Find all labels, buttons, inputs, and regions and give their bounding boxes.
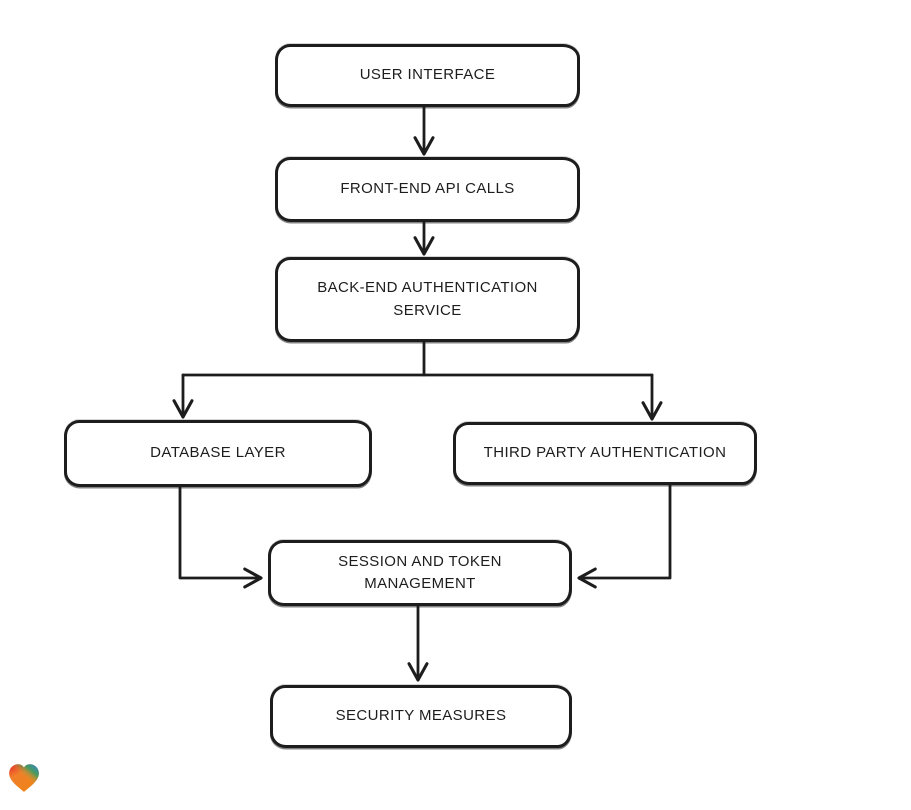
edge-third-party-to-session — [577, 483, 672, 589]
edge-database-to-session — [178, 485, 263, 589]
node-label: BACK-END AUTHENTICATION SERVICE — [317, 279, 538, 319]
node-label: DATABASE LAYER — [150, 444, 286, 462]
node-back-end-authentication-service[interactable]: BACK-END AUTHENTICATION SERVICE — [275, 257, 580, 342]
node-label: FRONT-END API CALLS — [340, 180, 515, 198]
node-database-layer[interactable]: DATABASE LAYER — [64, 420, 372, 487]
node-label: THIRD PARTY AUTHENTICATION — [483, 444, 727, 462]
node-third-party-authentication[interactable]: THIRD PARTY AUTHENTICATION — [453, 422, 757, 485]
node-security-measures[interactable]: SECURITY MEASURES — [270, 685, 572, 748]
node-label: SECURITY MEASURES — [335, 707, 507, 725]
node-session-and-token-management[interactable]: SESSION AND TOKEN MANAGEMENT — [268, 540, 572, 606]
node-label: USER INTERFACE — [359, 66, 496, 84]
node-label: SESSION AND TOKEN MANAGEMENT — [338, 552, 502, 593]
node-user-interface[interactable]: USER INTERFACE — [275, 44, 580, 107]
node-front-end-api-calls[interactable]: FRONT-END API CALLS — [275, 157, 580, 222]
heart-logo — [9, 764, 39, 792]
